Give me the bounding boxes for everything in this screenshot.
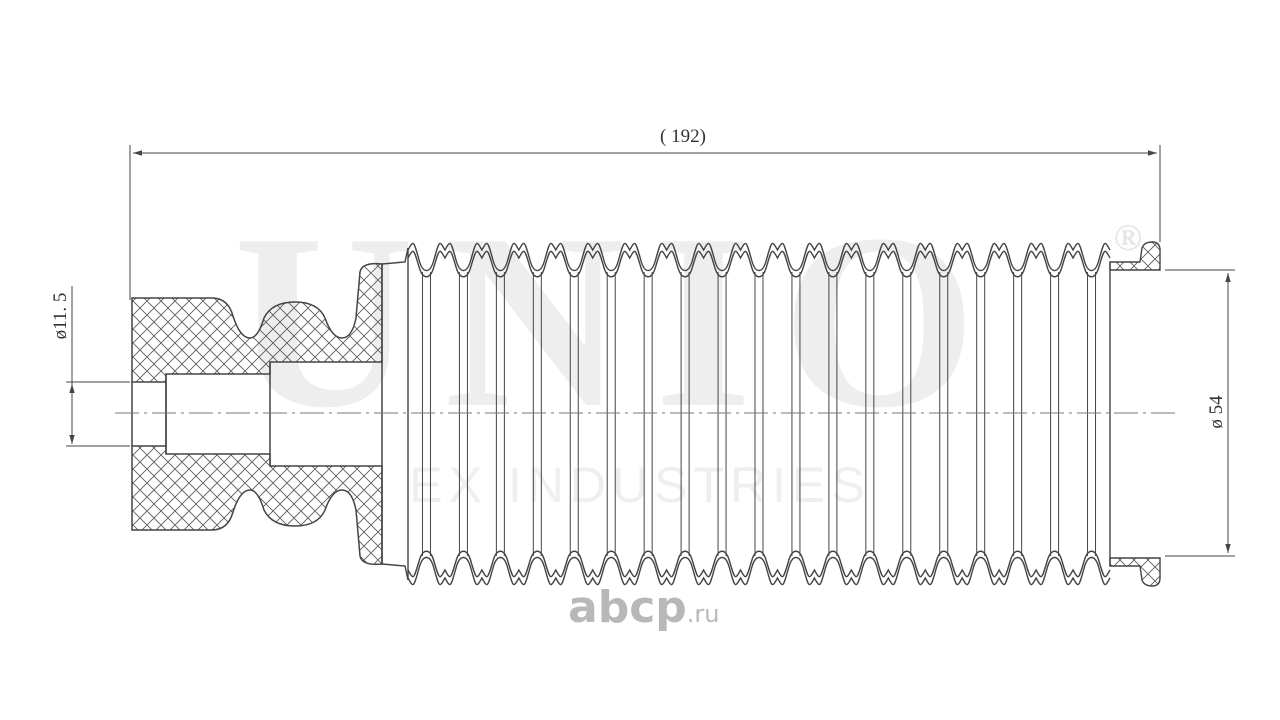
site-logo-suffix: .ru	[687, 600, 720, 628]
bellows-wave	[407, 250, 1111, 278]
watermark-subtitle: EX INDUSTRIES	[409, 457, 870, 513]
inner-diameter-label: ø11. 5	[50, 293, 71, 340]
bellows-end-cuff	[1109, 241, 1161, 587]
lower-hatched-section	[131, 445, 383, 566]
outer-diameter-dimension: ø 54	[1165, 269, 1235, 557]
bellows-wave	[407, 550, 1111, 578]
site-logo: abcp.ru	[568, 582, 719, 633]
outer-diameter-label: ø 54	[1206, 395, 1227, 429]
inner-diameter-dimension: ø11. 5	[50, 286, 130, 447]
watermark-brand: UNIO	[234, 183, 1007, 460]
site-logo-name: abcp.ru	[568, 582, 719, 633]
length-dimension: ( 192)	[129, 126, 1161, 300]
watermark-registered: ®	[1114, 217, 1142, 259]
site-logo-name-text: abcp	[568, 582, 687, 633]
bellows-wave	[407, 242, 1111, 272]
length-dimension-label: ( 192)	[660, 126, 706, 147]
bellows-convolutions	[407, 242, 1111, 586]
bellows-neck	[381, 247, 409, 581]
bore-outline	[131, 264, 383, 564]
upper-hatched-section	[131, 262, 383, 383]
bellows-wave	[407, 556, 1111, 586]
